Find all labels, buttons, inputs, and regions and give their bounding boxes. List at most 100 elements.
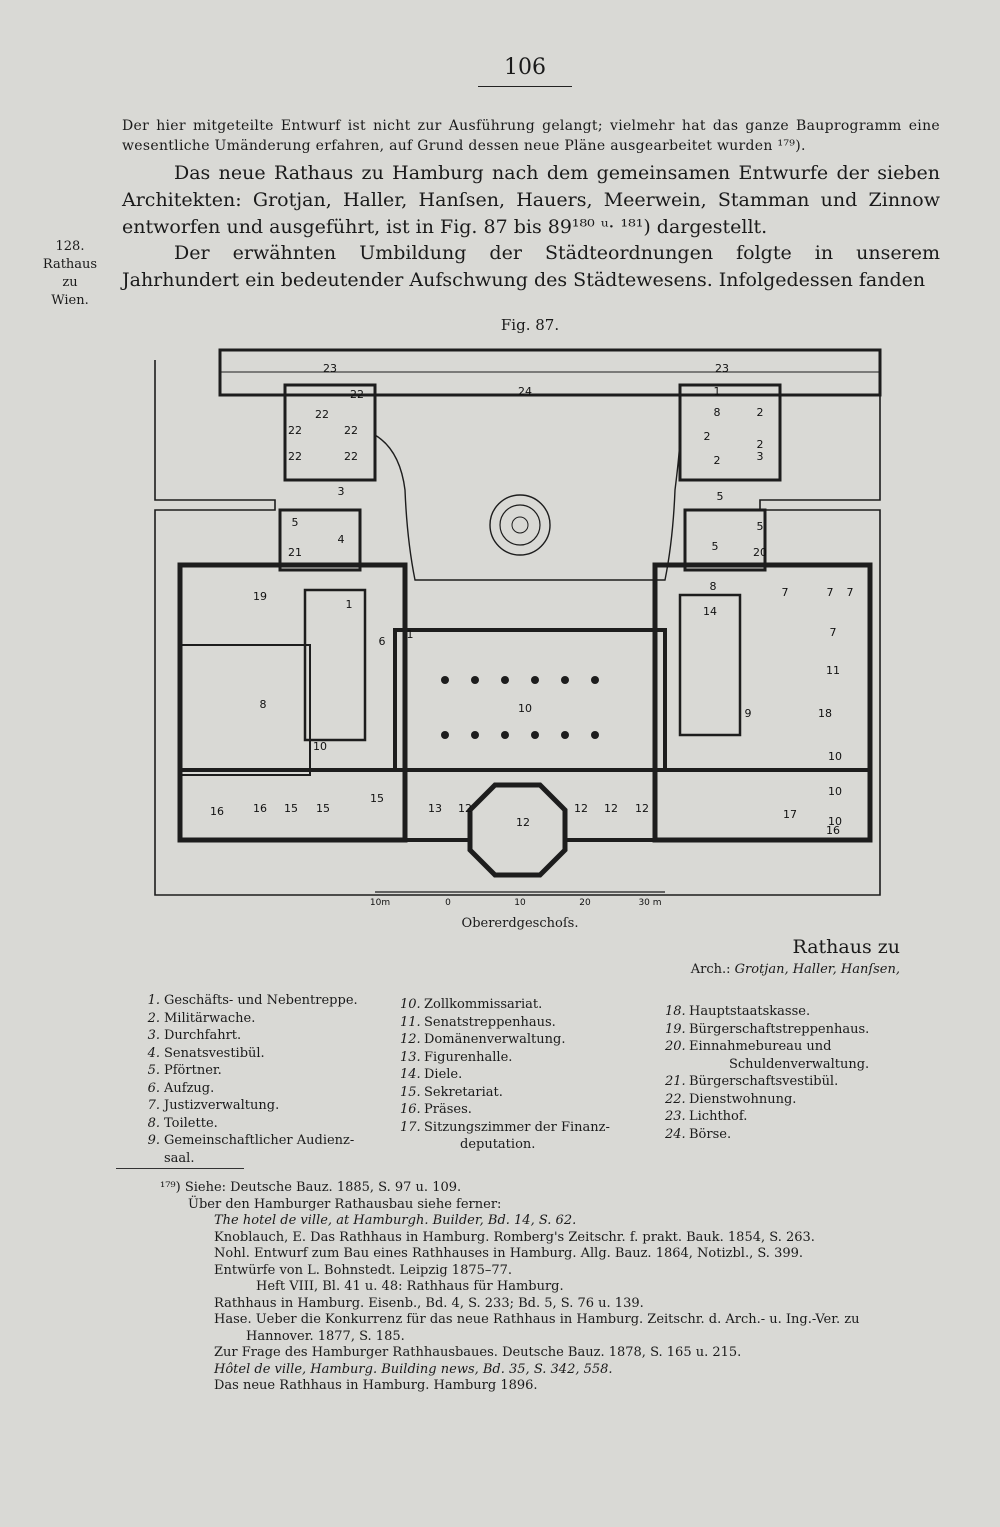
figurenhalle-octagon (467, 782, 568, 878)
margin-note-line2: zu (62, 275, 78, 290)
room-number-label: 12 (574, 802, 588, 815)
legend-column-2: 10.Zollkommissariat. 11.Senatstreppenhau… (400, 996, 660, 1154)
legend-item-cont: deputation. (460, 1137, 536, 1152)
vestibule-right (683, 508, 767, 572)
room-number-label: 2 (704, 430, 711, 443)
room-number-label: 5 (292, 516, 299, 529)
room-number-label: 10 (828, 815, 842, 828)
column (441, 676, 449, 684)
footnote-line: Nohl. Entwurf zum Bau eines Rathhauses i… (214, 1246, 804, 1261)
column-rows (441, 676, 599, 739)
legend-item-cont: Schuldenverwaltung. (729, 1056, 870, 1072)
room-number-label: 18 (818, 707, 832, 720)
architects-names: Grotjan, Haller, Hanſsen, (734, 962, 900, 977)
room-number-label: 20 (753, 546, 767, 559)
legend-item: 3.Durchfahrt. (147, 1028, 242, 1043)
room-number-label: 13 (428, 802, 442, 815)
column (531, 731, 539, 739)
legend-item: 12.Domänenverwaltung. (400, 1032, 566, 1047)
room-number-label: 22 (315, 408, 329, 421)
room-number-label: 10 (828, 750, 842, 763)
street-outline (154, 360, 881, 896)
margin-note-line3: Wien. (51, 293, 89, 308)
legend-item: 16.Präses. (400, 1102, 472, 1117)
room-number-label: 2 (757, 438, 764, 451)
legend-item: 1.Geschäfts- und Nebentreppe. (147, 993, 358, 1008)
margin-note-line1: Rathaus (42, 257, 98, 272)
page-number: 106 (504, 55, 546, 80)
footnote-line: Das neue Rathhaus in Hamburg. Hamburg 18… (214, 1378, 538, 1393)
left-courtyard-block (283, 383, 377, 482)
legend-item: 8.Toilette. (147, 1115, 218, 1131)
room-number-label: 14 (703, 605, 717, 618)
room-number-label: 15 (284, 802, 298, 815)
room-number-label: 16 (210, 805, 224, 818)
room-number-label: 22 (288, 424, 302, 437)
room-number-label: 8 (260, 698, 267, 711)
legend-item: 7.Justizverwaltung. (147, 1098, 280, 1113)
footnote-rule (116, 1168, 244, 1169)
scale-label-20: 20 (579, 898, 591, 908)
footnotes: ¹⁷⁹) Siehe: Deutsche Bauz. 1885, S. 97 u… (160, 1180, 940, 1395)
column (591, 731, 599, 739)
legend-item: 4.Senatsvestibül. (147, 1045, 265, 1061)
column (501, 731, 509, 739)
room-number-label: 16 (253, 802, 267, 815)
floor-label: Obererdgeschoſs. (461, 916, 579, 931)
right-wing (652, 562, 873, 843)
paragraph-staedtewesen: Der erwähnten Umbildung der Städteordnun… (122, 242, 940, 291)
room-number-label: 12 (516, 816, 530, 829)
room-number-label: 11 (826, 664, 840, 677)
room-number-label: 3 (338, 485, 345, 498)
legend-item: 20.Einnahmebureau und (665, 1039, 832, 1054)
room-number-label: 6 (379, 635, 386, 648)
room-number-label: 12 (604, 802, 618, 815)
scale-label-10m: 10m (370, 898, 390, 908)
fountain-outer (489, 494, 551, 556)
room-number-label: 7 (782, 586, 789, 599)
legend-item: 14.Diele. (400, 1067, 463, 1082)
legend-item: 17.Sitzungszimmer der Finanz- (400, 1119, 610, 1135)
column (471, 731, 479, 739)
room-number-label: 2 (757, 406, 764, 419)
room-number-label: 8 (714, 406, 721, 419)
staircase-19 (303, 588, 367, 742)
legend-item: 21.Bürgerschaftsvestibül. (665, 1074, 839, 1089)
room-number-label: 23 (323, 362, 337, 375)
room-number-label: 22 (344, 424, 358, 437)
room-18 (179, 644, 311, 776)
legend-column-1: 1.Geschäfts- und Nebentreppe. 2.Militärw… (140, 992, 400, 1167)
diele-hall (393, 628, 667, 772)
margin-note-number: 128. (55, 239, 85, 254)
vestibule-left (278, 508, 362, 572)
room-number-label: 4 (338, 533, 345, 546)
figure-title: Rathaus zu (792, 936, 900, 958)
legend-item: 2.Militärwache. (147, 1010, 256, 1026)
footnote-line: Knoblauch, E. Das Rathhaus in Hamburg. R… (214, 1229, 815, 1245)
footnote-line: The hotel de ville, at Hamburgh. Builder… (214, 1213, 577, 1228)
column (441, 731, 449, 739)
column (501, 676, 509, 684)
room-number-label: 10 (518, 702, 532, 715)
room-number-label: 8 (710, 580, 717, 593)
legend-item: 22.Dienstwohnung. (665, 1091, 797, 1107)
footnote-line: Hase. Ueber die Konkurrenz für das neue … (214, 1312, 860, 1327)
room-number-label: 10 (828, 785, 842, 798)
room-number-label: 16 (826, 824, 840, 837)
footnote-line: Heft VIII, Bl. 41 u. 48: Rathhaus für Ha… (256, 1279, 564, 1294)
column (561, 676, 569, 684)
legend-item: 23.Lichthof. (665, 1109, 748, 1124)
room-number-label: 7 (847, 586, 854, 599)
legend-item: 10.Zollkommissariat. (400, 997, 543, 1012)
room-number-label: 17 (783, 808, 797, 821)
staircase-11 (678, 593, 742, 737)
figure-caption: Fig. 87. (500, 316, 560, 334)
room-number-label: 10 (313, 740, 327, 753)
room-number-label: 23 (715, 362, 729, 375)
legend-item: 9.Gemeinschaftlicher Audienz- (147, 1133, 355, 1148)
intro-paragraph: Der hier mitgeteilte Entwurf ist nicht z… (122, 118, 940, 154)
footnote-line: Rathhaus in Hamburg. Eisenb., Bd. 4, S. … (214, 1295, 644, 1311)
room-number-label: 24 (518, 385, 532, 398)
forecourt-outline (374, 434, 681, 581)
legend-item: 19.Bürgerschaftstreppenhaus. (665, 1021, 870, 1037)
